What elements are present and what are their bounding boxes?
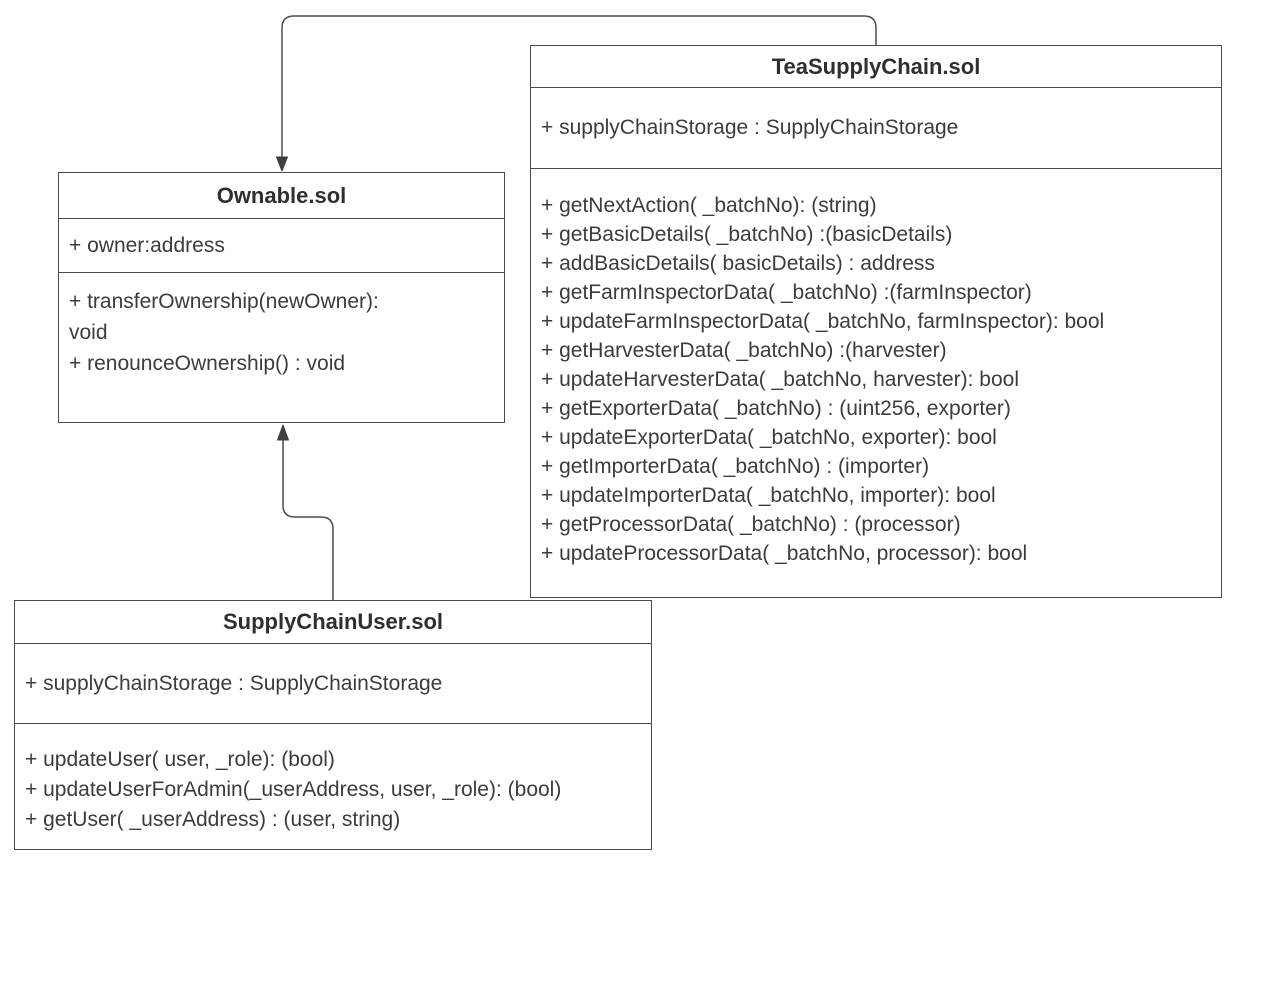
method-line: + updateExporterData( _batchNo, exporter… <box>541 426 997 449</box>
method-line: + updateFarmInspectorData( _batchNo, far… <box>541 310 1105 333</box>
method-line: + updateUserForAdmin(_userAddress, user,… <box>25 778 562 801</box>
method-line: + getBasicDetails( _batchNo) :(basicDeta… <box>541 223 953 246</box>
method-line: + getProcessorData( _batchNo) : (process… <box>541 513 961 536</box>
method-line: + updateImporterData( _batchNo, importer… <box>541 484 996 507</box>
class-attributes-ownable: + owner:address <box>59 219 504 273</box>
class-methods-ownable: + transferOwnership(newOwner): void + re… <box>59 273 504 422</box>
arrowhead-up-icon <box>277 424 289 441</box>
method-line: + getNextAction( _batchNo): (string) <box>541 194 877 217</box>
method-line: + transferOwnership(newOwner): void <box>69 290 385 344</box>
method-line: + getFarmInspectorData( _batchNo) :(farm… <box>541 281 1032 304</box>
class-box-supply-chain-user: SupplyChainUser.sol + supplyChainStorage… <box>14 600 652 850</box>
method-line: + getHarvesterData( _batchNo) :(harveste… <box>541 339 947 362</box>
method-line: + getExporterData( _batchNo) : (uint256,… <box>541 397 1011 420</box>
class-box-ownable: Ownable.sol + owner:address + transferOw… <box>58 172 505 423</box>
method-line: + getImporterData( _batchNo) : (importer… <box>541 455 930 478</box>
method-line: + updateUser( user, _role): (bool) <box>25 748 335 771</box>
class-methods-tea-supply-chain: + getNextAction( _batchNo): (string) + g… <box>531 169 1221 597</box>
method-line: + renounceOwnership() : void <box>69 352 346 375</box>
method-line: + updateHarvesterData( _batchNo, harvest… <box>541 368 1020 391</box>
method-line: + updateProcessorData( _batchNo, process… <box>541 542 1028 565</box>
method-line: + addBasicDetails( basicDetails) : addre… <box>541 252 935 275</box>
class-title-ownable: Ownable.sol <box>59 173 504 219</box>
arrowhead-down-icon <box>276 156 288 172</box>
class-title-tea-supply-chain: TeaSupplyChain.sol <box>531 46 1221 88</box>
class-attributes-tea-supply-chain: + supplyChainStorage : SupplyChainStorag… <box>531 88 1221 169</box>
arrow-user-to-ownable <box>277 424 334 600</box>
class-methods-supply-chain-user: + updateUser( user, _role): (bool) + upd… <box>15 724 651 849</box>
method-line: + getUser( _userAddress) : (user, string… <box>25 808 401 831</box>
class-attributes-supply-chain-user: + supplyChainStorage : SupplyChainStorag… <box>15 644 651 724</box>
class-title-supply-chain-user: SupplyChainUser.sol <box>15 601 651 644</box>
class-box-tea-supply-chain: TeaSupplyChain.sol + supplyChainStorage … <box>530 45 1222 598</box>
attribute-line: + owner:address <box>69 233 225 257</box>
attribute-line: + supplyChainStorage : SupplyChainStorag… <box>25 671 443 695</box>
attribute-line: + supplyChainStorage : SupplyChainStorag… <box>541 116 959 139</box>
